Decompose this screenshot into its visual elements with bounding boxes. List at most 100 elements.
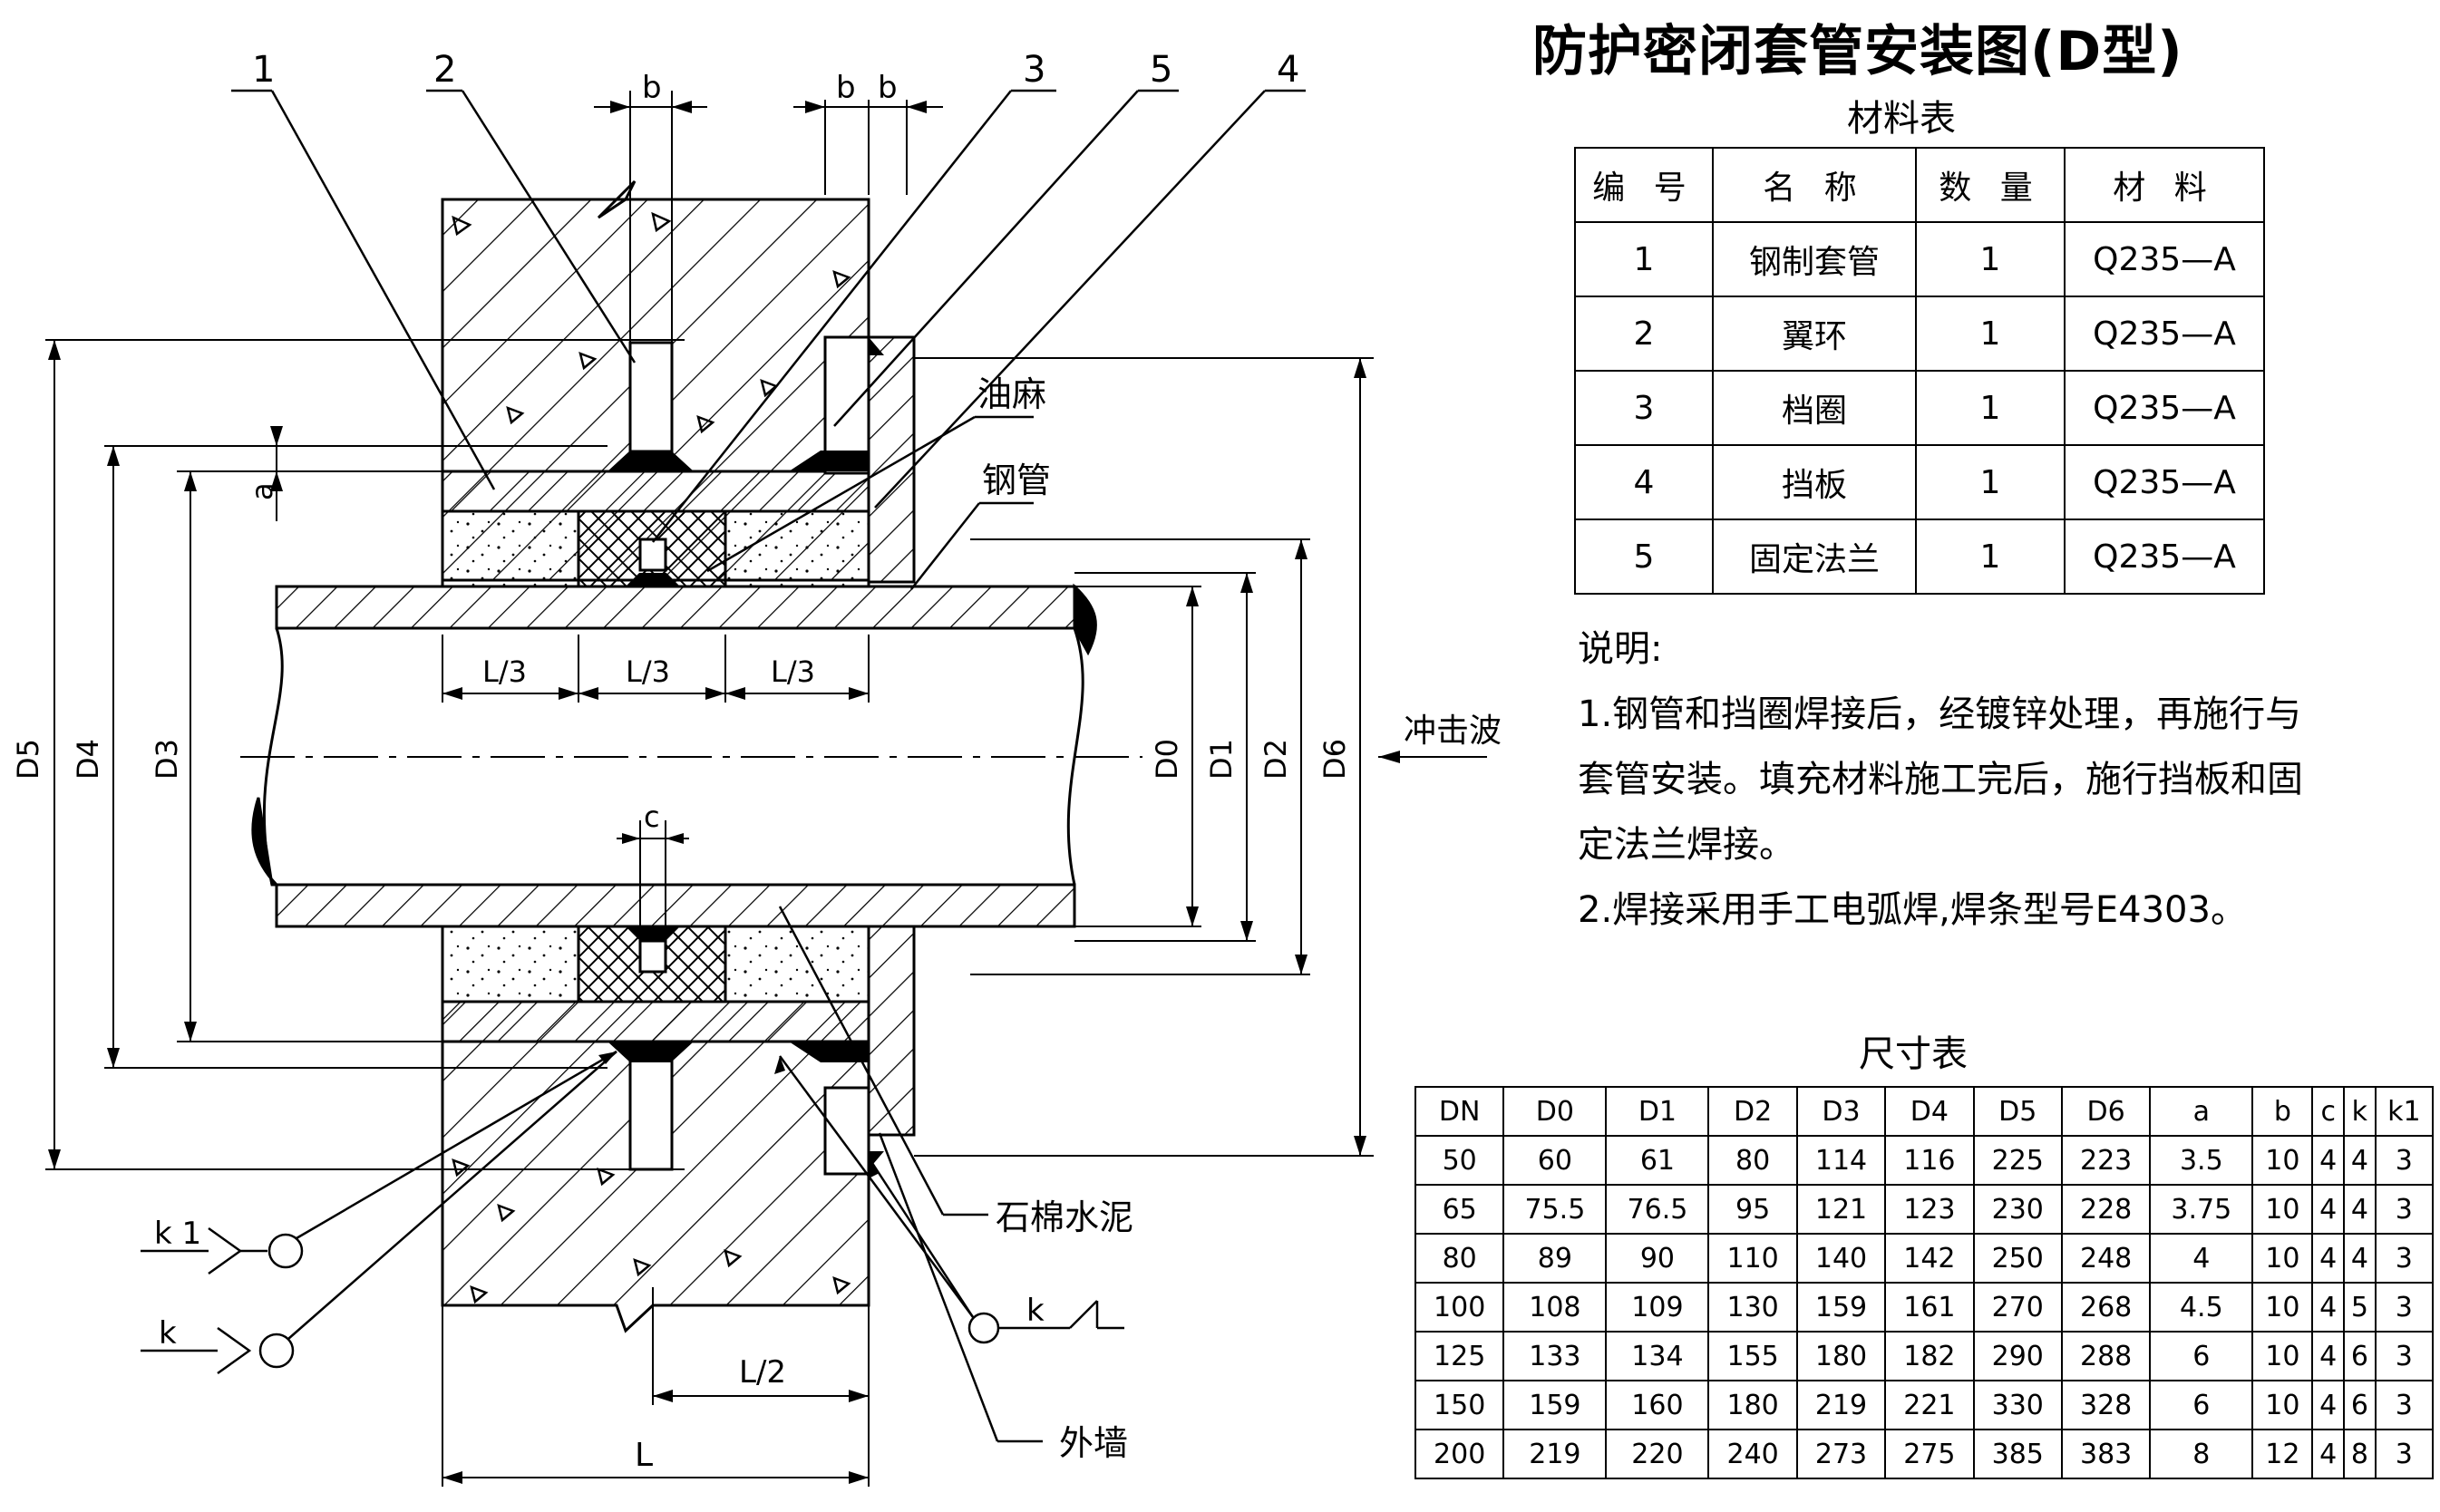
material-table-header-row: 编 号 名 称 数 量 材 料 xyxy=(1574,147,2265,223)
notes-line: 2.焊接采用手工电弧焊,焊条型号E4303。 xyxy=(1578,889,2247,931)
dimension-table-header-row: DN D0 D1 D2 D3 D4 D5 D6 a b c k k1 xyxy=(1414,1086,2435,1137)
dimension-cell: 159 xyxy=(1795,1282,1887,1333)
dimension-cell: 219 xyxy=(1795,1380,1887,1430)
dimension-cell: 273 xyxy=(1795,1429,1887,1479)
dim-b-right: b xyxy=(878,70,898,106)
dimension-cell: 220 xyxy=(1605,1429,1710,1479)
dimension-cell: 248 xyxy=(2060,1233,2152,1284)
steel-pipe xyxy=(240,583,1142,928)
label-oil-hemp: 油麻 xyxy=(977,374,1046,414)
dimension-cell: 182 xyxy=(1884,1331,1975,1381)
material-table-caption: 材料表 xyxy=(1847,98,1956,140)
dimension-cell: 4 xyxy=(2311,1184,2346,1235)
dimension-cell: 125 xyxy=(1414,1331,1505,1381)
material-cell: Q235—A xyxy=(2064,370,2265,446)
dimension-header: DN xyxy=(1414,1086,1505,1137)
dimension-cell: 4 xyxy=(2343,1184,2377,1235)
wing-ring xyxy=(628,341,674,1171)
dimension-cell: 150 xyxy=(1414,1380,1505,1430)
dimension-cell: 3 xyxy=(2374,1380,2435,1430)
dimension-header: c xyxy=(2311,1086,2346,1137)
material-table: 编 号 名 称 数 量 材 料 1 钢制套管 1 Q235—A 2 翼环 1 Q… xyxy=(1574,147,2265,595)
dimension-cell: 6 xyxy=(2343,1380,2377,1430)
dimension-cell: 4 xyxy=(2311,1380,2346,1430)
dimension-cell: 8 xyxy=(2149,1429,2254,1479)
dimension-cell: 10 xyxy=(2251,1282,2314,1333)
dimension-cell: 383 xyxy=(2060,1429,2152,1479)
dimension-cell: 250 xyxy=(1972,1233,2063,1284)
dim-d2: D2 xyxy=(1259,739,1293,780)
dimension-cell: 75.5 xyxy=(1502,1184,1608,1235)
material-cell: 1 xyxy=(1915,370,2066,446)
dimension-cell: 4 xyxy=(2311,1233,2346,1284)
material-cell: 2 xyxy=(1574,296,1714,372)
dimension-cell: 133 xyxy=(1502,1331,1608,1381)
table-row: 2 翼环 1 Q235—A xyxy=(1574,296,2265,372)
material-cell: 1 xyxy=(1915,519,2066,595)
table-row: 1 钢制套管 1 Q235—A xyxy=(1574,221,2265,297)
table-row: 3 档圈 1 Q235—A xyxy=(1574,370,2265,446)
material-cell: 1 xyxy=(1915,221,2066,297)
dimension-cell: 4 xyxy=(2311,1429,2346,1479)
dimension-cell: 328 xyxy=(2060,1380,2152,1430)
fixed-flange xyxy=(823,335,916,1176)
dimension-cell: 4 xyxy=(2311,1282,2346,1333)
dimension-header: a xyxy=(2149,1086,2254,1137)
dimension-cell: 108 xyxy=(1502,1282,1608,1333)
dimension-cell: 4 xyxy=(2311,1135,2346,1186)
dimension-header: D6 xyxy=(2060,1086,2152,1137)
dimension-cell: 121 xyxy=(1795,1184,1887,1235)
material-cell: 1 xyxy=(1915,296,2066,372)
dim-d3: D3 xyxy=(150,739,184,780)
dimension-cell: 60 xyxy=(1502,1135,1608,1186)
dimension-cell: 95 xyxy=(1707,1184,1798,1235)
material-cell: Q235—A xyxy=(2064,519,2265,595)
dimension-cell: 3 xyxy=(2374,1331,2435,1381)
dimension-cell: 240 xyxy=(1707,1429,1798,1479)
dimension-cell: 80 xyxy=(1414,1233,1505,1284)
part-number-3: 3 xyxy=(1023,49,1045,91)
dimension-cell: 4.5 xyxy=(2149,1282,2254,1333)
dimension-cell: 10 xyxy=(2251,1135,2314,1186)
dim-b-wing: b xyxy=(642,70,662,106)
dim-a: a xyxy=(245,482,279,500)
dimension-cell: 76.5 xyxy=(1605,1184,1710,1235)
dimension-cell: 110 xyxy=(1707,1233,1798,1284)
notes-line: 1.钢管和挡圈焊接后，经镀锌处理，再施行与 xyxy=(1578,693,2302,735)
welds xyxy=(608,337,884,1169)
dimension-arrows xyxy=(48,101,1400,1484)
dim-d4: D4 xyxy=(71,739,105,780)
material-cell: Q235—A xyxy=(2064,296,2265,372)
material-cell: 3 xyxy=(1574,370,1714,446)
dimension-cell: 10 xyxy=(2251,1184,2314,1235)
dimension-cell: 270 xyxy=(1972,1282,2063,1333)
dim-c: c xyxy=(644,800,660,834)
dimension-cell: 4 xyxy=(2149,1233,2254,1284)
dimension-cell: 290 xyxy=(1972,1331,2063,1381)
installation-drawing: 1 2 3 5 4 b b b c a L/3 L/3 L/3 L/2 L D5… xyxy=(11,49,1502,1487)
dimension-cell: 3 xyxy=(2374,1282,2435,1333)
dimension-cell: 4 xyxy=(2343,1135,2377,1186)
dimension-cell: 230 xyxy=(1972,1184,2063,1235)
dimension-cell: 90 xyxy=(1605,1233,1710,1284)
dimension-cell: 4 xyxy=(2311,1331,2346,1381)
label-shock-wave: 冲击波 xyxy=(1404,712,1502,750)
dim-b-left: b xyxy=(836,70,856,106)
dimension-cell: 10 xyxy=(2251,1233,2314,1284)
dim-l3-3: L/3 xyxy=(771,654,815,689)
dimension-cell: 6 xyxy=(2149,1331,2254,1381)
dim-d5: D5 xyxy=(11,739,45,780)
part-number-2: 2 xyxy=(433,49,456,91)
part-number-1: 1 xyxy=(252,49,275,91)
dimension-cell: 3 xyxy=(2374,1135,2435,1186)
dimension-cell: 155 xyxy=(1707,1331,1798,1381)
dimension-cell: 50 xyxy=(1414,1135,1505,1186)
dimension-cell: 288 xyxy=(2060,1331,2152,1381)
dimension-cell: 180 xyxy=(1795,1331,1887,1381)
label-outer-wall: 外墙 xyxy=(1059,1423,1128,1463)
material-header-number: 编 号 xyxy=(1574,147,1714,223)
